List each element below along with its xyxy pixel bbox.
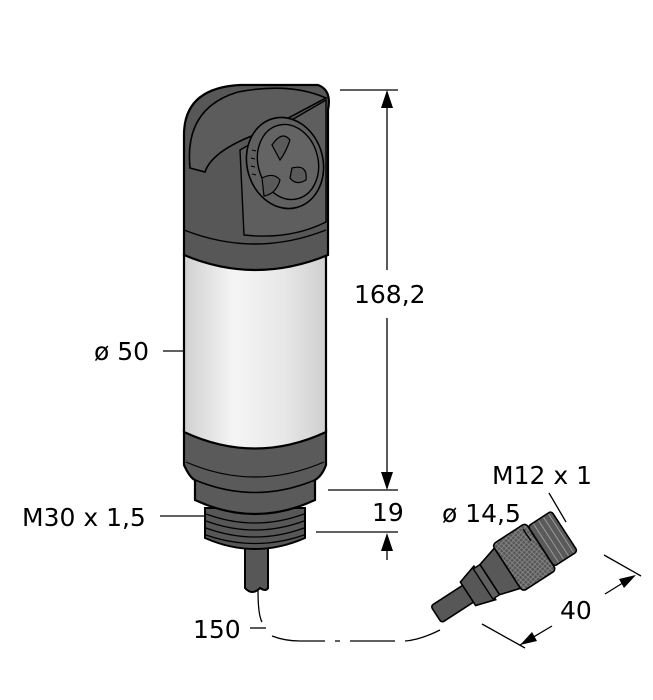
dimension-connector-length: 40 xyxy=(481,554,642,649)
dimension-height: 168,2 xyxy=(328,89,426,491)
dimension-thread: M30 x 1,5 xyxy=(22,503,205,532)
dimension-connector-diameter: ø 14,5 xyxy=(442,499,532,542)
m12-connector xyxy=(431,511,578,623)
dimension-cable-length: 150 xyxy=(193,589,441,644)
thread-length-label: 19 xyxy=(372,498,404,527)
connector-length-label: 40 xyxy=(560,596,592,625)
dimension-diameter: ø 50 xyxy=(94,337,184,366)
cable xyxy=(244,547,269,593)
diameter-label: ø 50 xyxy=(94,337,149,366)
threaded-base xyxy=(204,507,306,550)
lower-collar xyxy=(182,428,328,516)
adjustment-dial xyxy=(245,116,325,210)
thread-label: M30 x 1,5 xyxy=(22,503,146,532)
dimension-thread-length: 19 xyxy=(316,498,404,560)
sensor xyxy=(182,83,330,593)
height-label: 168,2 xyxy=(354,280,426,309)
sensor-body xyxy=(182,253,328,450)
connector-thread-label: M12 x 1 xyxy=(492,461,592,490)
dimension-connector-thread: M12 x 1 xyxy=(492,461,592,523)
connector-diameter-label: ø 14,5 xyxy=(442,499,521,528)
cable-length-label: 150 xyxy=(193,615,241,644)
